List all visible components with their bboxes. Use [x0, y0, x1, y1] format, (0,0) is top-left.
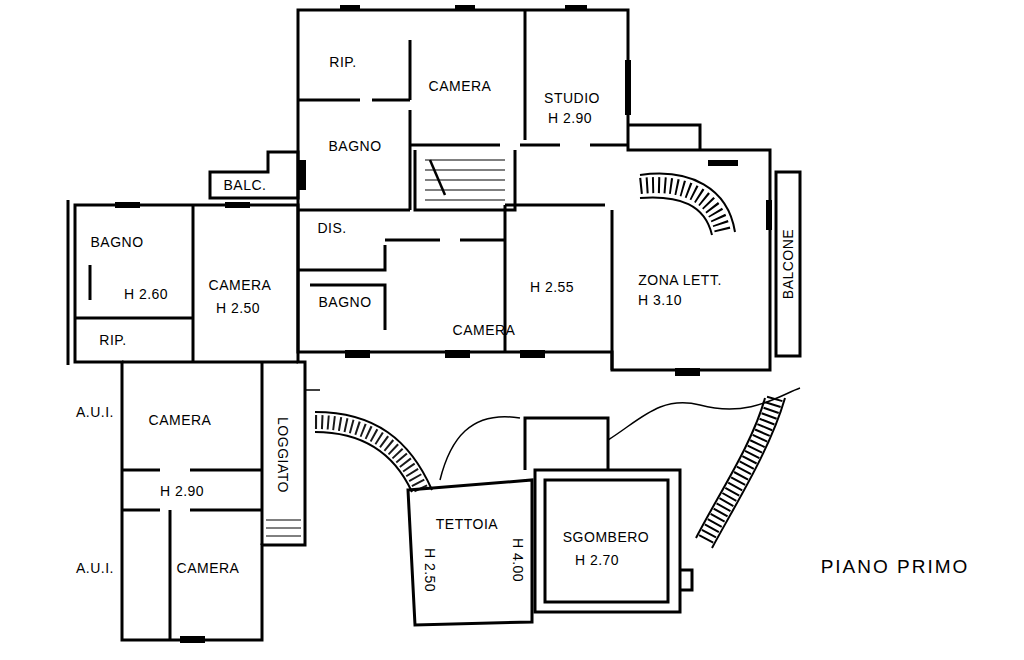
room-label: TETTOIA	[436, 517, 498, 531]
room-label: CAMERA	[453, 323, 516, 337]
garden-outline	[305, 388, 800, 480]
room-label: LOGGIATO	[276, 417, 290, 493]
room-label: A.U.I.	[76, 561, 114, 575]
room-label: BALC.	[224, 178, 267, 192]
room-label: RIP.	[99, 333, 126, 347]
room-label: ZONA LETT.	[638, 273, 722, 287]
room-label: RIP.	[329, 55, 356, 69]
room-label: H 2.60	[124, 287, 168, 301]
room-label: H 2.55	[530, 280, 574, 294]
room-label: CAMERA	[177, 561, 240, 575]
room-label: CAMERA	[209, 278, 272, 292]
stairs	[266, 160, 785, 548]
room-label: H 2.90	[548, 111, 592, 125]
room-label: A.U.I.	[76, 405, 114, 419]
room-label: H 2.70	[575, 553, 619, 567]
room-label: H 4.00	[511, 538, 525, 582]
room-label: H 3.10	[638, 293, 682, 307]
room-label: BAGNO	[318, 295, 371, 309]
room-label: CAMERA	[429, 79, 492, 93]
walls	[68, 10, 800, 640]
room-label: BAGNO	[328, 139, 381, 153]
room-label: CAMERA	[149, 413, 212, 427]
room-label: STUDIO	[544, 91, 600, 105]
room-label: BALCONE	[781, 229, 795, 299]
room-label: H 2.90	[160, 484, 204, 498]
room-label: BAGNO	[90, 235, 143, 249]
plan-title: PIANO PRIMO	[821, 557, 970, 576]
room-label: SGOMBERO	[563, 530, 649, 544]
room-label: H 2.50	[216, 301, 260, 315]
room-label: H 2.50	[423, 548, 437, 592]
room-label: DIS.	[317, 221, 346, 235]
window-symbols	[115, 5, 772, 643]
